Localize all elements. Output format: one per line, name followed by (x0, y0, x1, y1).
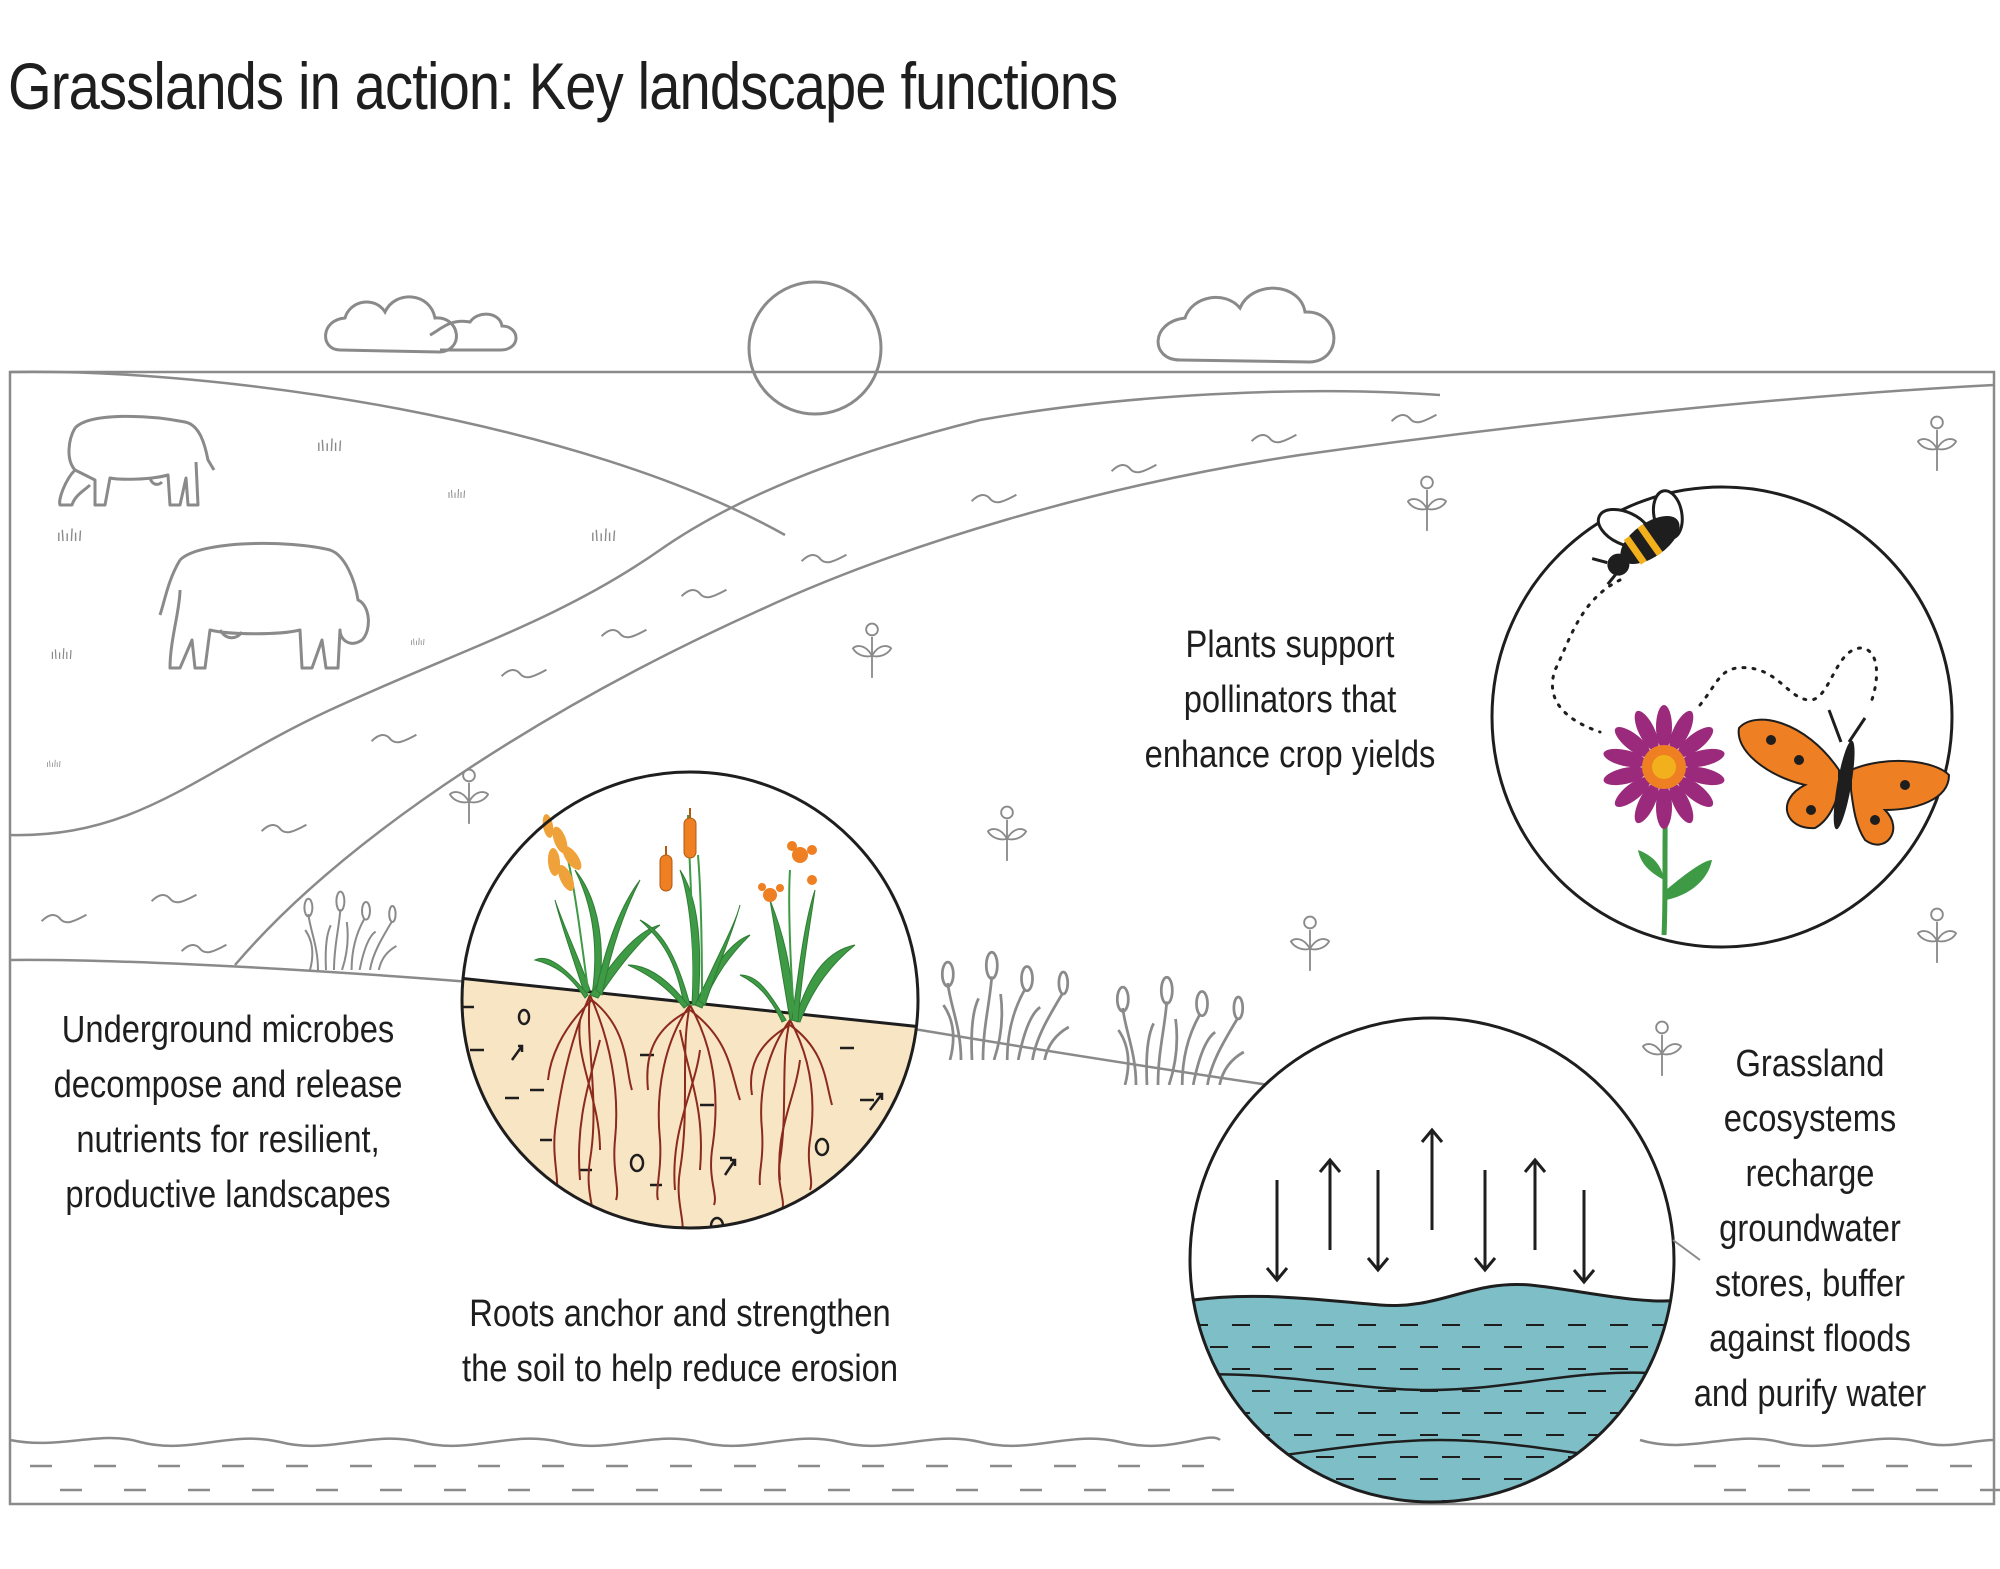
soil-circle (460, 770, 920, 1230)
frame (8, 370, 1996, 1506)
cattail-icon (659, 808, 697, 892)
butterfly-icon (1737, 709, 1951, 846)
bee-icon (1591, 489, 1684, 586)
arrow-icon (1265, 1127, 1596, 1285)
roots (547, 994, 833, 1228)
grass-plants (533, 814, 856, 1023)
caption-roots: Roots anchor and strengthen the soil to … (461, 1293, 899, 1390)
cloud-icon (1156, 286, 1336, 364)
wildflower-icon (758, 841, 817, 902)
water-circle (1188, 1016, 1701, 1504)
sun-icon (747, 280, 883, 416)
cow-icon (158, 541, 370, 670)
flight-path (1550, 578, 1879, 734)
page-title: Grasslands in action: Key landscape func… (8, 49, 1118, 123)
soil-marks (462, 1005, 884, 1228)
caption-pollinators: Plants support pollinators that enhance … (1144, 624, 1436, 776)
flower-icon (1603, 705, 1725, 936)
pollinator-circle (1490, 485, 1954, 949)
cow-icon (58, 414, 216, 507)
caption-water: Grassland ecosystems recharge groundwate… (1693, 1043, 1927, 1415)
river-band (9, 1436, 2000, 1492)
caption-microbes: Underground microbes decompose and relea… (53, 1009, 403, 1216)
cloud-icon (324, 295, 518, 354)
grass-tufts (46, 437, 616, 768)
